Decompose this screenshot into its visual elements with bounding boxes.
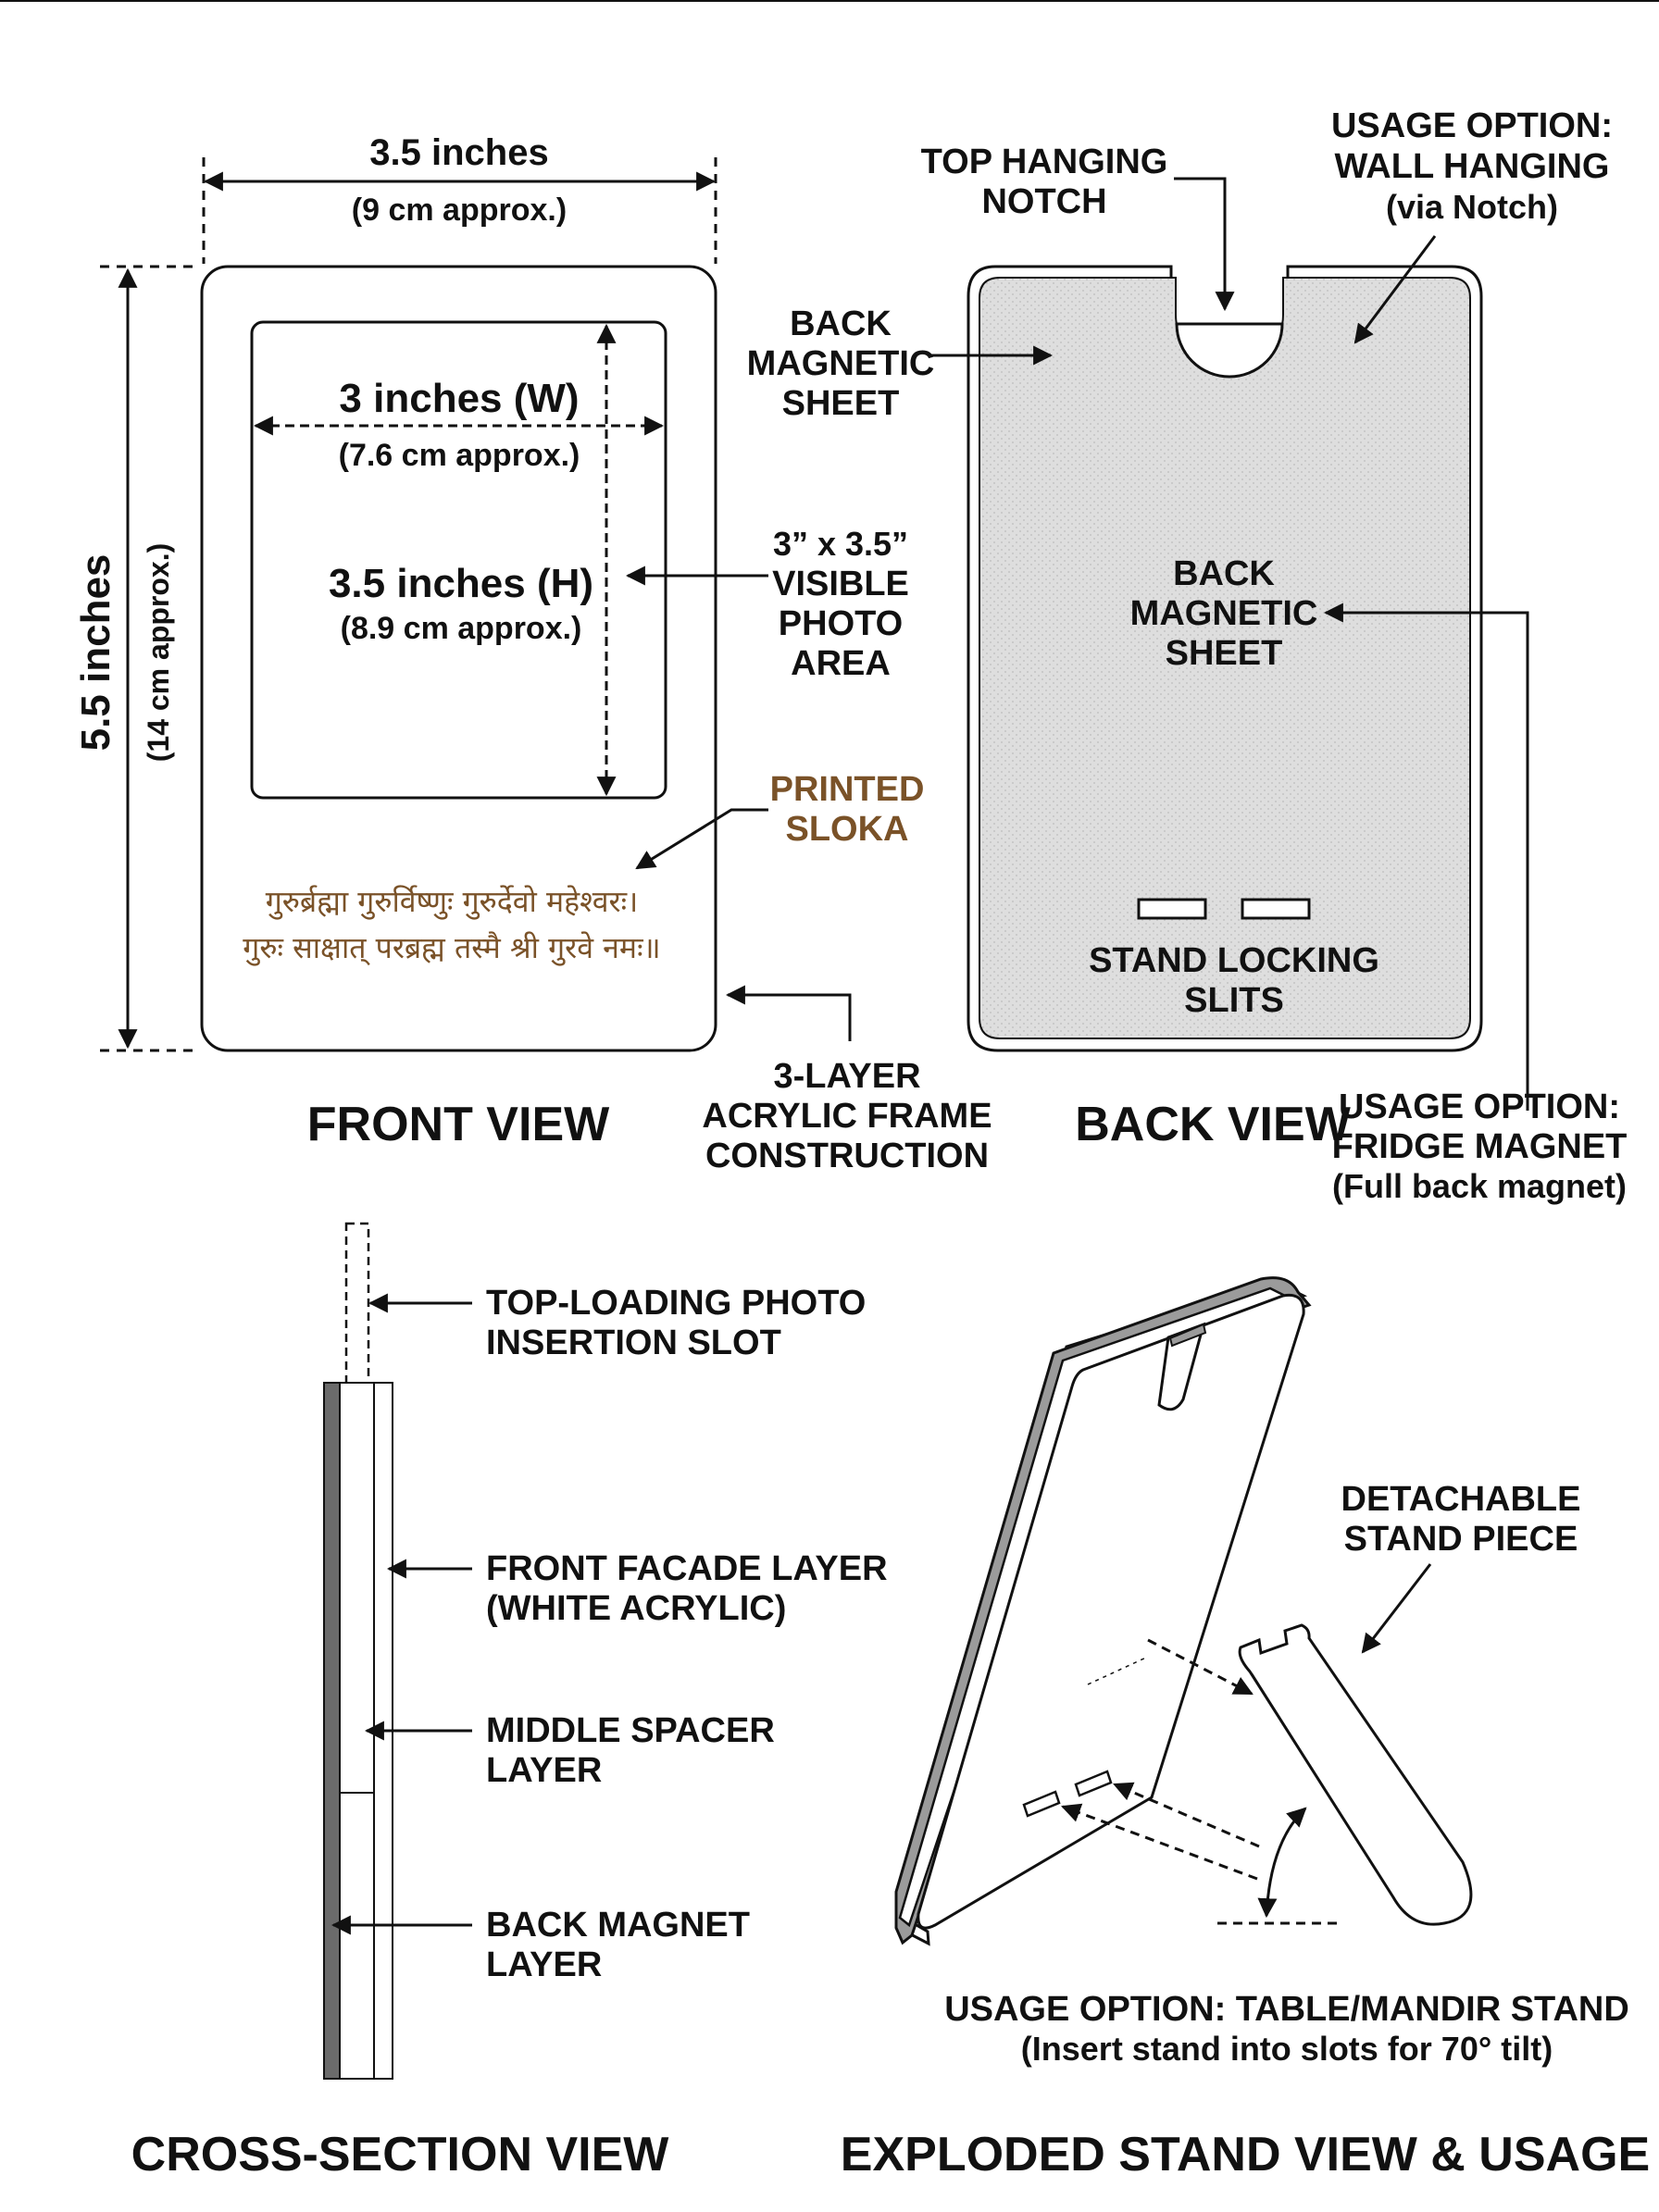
front-view: 3.5 inches (9 cm approx.) 5.5 inches (14… — [73, 132, 717, 1151]
fridge-arrow — [1323, 603, 1529, 1111]
fridge-label-2: FRIDGE MAGNET — [1332, 1127, 1628, 1166]
middle-layer-label-1: MIDDLE SPACER — [486, 1711, 775, 1750]
slot-label-2: INSERTION SLOT — [486, 1323, 781, 1362]
back-magnet-layer-bar — [323, 1382, 341, 2080]
back-sheet-center-label-1: BACK — [1173, 554, 1275, 593]
frame-back-face — [917, 1293, 1305, 1930]
front-width-sublabel: (9 cm approx.) — [352, 193, 567, 228]
stand-piece — [1238, 1623, 1473, 1926]
fridge-callout: USAGE OPTION: FRIDGE MAGNET (Full back m… — [1323, 603, 1628, 1205]
construction-label-1: 3-LAYER — [773, 1057, 920, 1096]
cross-section-caption: CROSS-SECTION VIEW — [131, 2128, 670, 2181]
stand-label-1: DETACHABLE — [1341, 1480, 1581, 1519]
front-layer-label-1: FRONT FACADE LAYER — [486, 1549, 888, 1588]
slits-label-2: SLITS — [1184, 981, 1284, 1020]
magnet-layer-label-2: LAYER — [486, 1945, 602, 1984]
photo-area-label-2: VISIBLE — [772, 565, 909, 603]
construction-label-2: ACRYLIC FRAME — [702, 1097, 992, 1136]
front-height-label: 5.5 inches — [73, 554, 118, 752]
exploded-notch-depth — [1168, 1323, 1207, 1348]
photo-width-label: 3 inches (W) — [339, 376, 579, 421]
photo-height-label: 3.5 inches (H) — [329, 561, 593, 606]
fridge-label-1: USAGE OPTION: — [1339, 1087, 1620, 1126]
photo-window — [250, 320, 667, 800]
sloka-line-1: गुरुर्ब्रह्मा गुरुर्विष्णुः गुरुर्देवो म… — [266, 884, 638, 920]
front-height-sublabel: (14 cm approx.) — [142, 543, 175, 763]
notch-label-2: NOTCH — [981, 182, 1106, 221]
back-view: BACK MAGNETIC SHEET STAND LOCKING SLITS … — [967, 265, 1483, 1151]
stand-slit-right — [1241, 898, 1311, 920]
usage-label-2: (Insert stand into slots for 70° tilt) — [1021, 2030, 1553, 2068]
photo-area-label-3: PHOTO — [779, 604, 903, 643]
hanging-notch — [1175, 322, 1284, 379]
stand-piece-arrow — [1361, 1563, 1432, 1654]
notch-callout: TOP HANGING NOTCH — [921, 143, 1235, 312]
usage-label-1: USAGE OPTION: TABLE/MANDIR STAND — [944, 1990, 1629, 2029]
exploded-stand-view: DETACHABLE STAND PIECE USAGE OPTION: TAB… — [841, 1276, 1650, 2181]
photo-width-sublabel: (7.6 cm approx.) — [339, 438, 580, 473]
photo-height-sublabel: (8.9 cm approx.) — [341, 611, 582, 646]
front-layer-label-2: (WHITE ACRYLIC) — [486, 1589, 786, 1628]
photo-area-label-4: AREA — [791, 644, 891, 683]
back-sheet-left-callout: BACK MAGNETIC SHEET — [747, 304, 1054, 423]
exploded-caption: EXPLODED STAND VIEW & USAGE — [841, 2128, 1650, 2181]
back-view-caption: BACK VIEW — [1075, 1098, 1351, 1151]
sloka-callout: PRINTED SLOKA — [635, 770, 925, 870]
back-sheet-center-label-2: MAGNETIC — [1130, 594, 1318, 633]
construction-arrow — [725, 985, 852, 1041]
front-width-label: 3.5 inches — [369, 132, 548, 173]
back-sheet-left-label-3: SHEET — [782, 384, 900, 423]
sloka-arrow — [635, 808, 768, 870]
slits-label-1: STAND LOCKING — [1089, 941, 1379, 980]
insert-arrow-tab — [1147, 1638, 1254, 1696]
insert-guide-top — [1087, 1656, 1149, 1685]
back-sheet-left-label-1: BACK — [790, 304, 892, 343]
sloka-label-1: PRINTED — [770, 770, 925, 809]
sloka-line-2: गुरुः साक्षात् परब्रह्म तस्मै श्री गुरवे… — [243, 930, 660, 966]
stand-slit-left — [1137, 898, 1207, 920]
wall-hanging-label-2: WALL HANGING — [1335, 147, 1610, 186]
photo-area-label-1: 3” x 3.5” — [773, 525, 908, 563]
slot-label-1: TOP-LOADING PHOTO — [486, 1284, 866, 1323]
exploded-slit-right — [1074, 1770, 1113, 1797]
wall-hanging-callout: USAGE OPTION: WALL HANGING (via Notch) — [1331, 106, 1613, 344]
stand-piece-edge — [1251, 1672, 1394, 1898]
notch-label-1: TOP HANGING — [921, 143, 1168, 181]
front-view-caption: FRONT VIEW — [307, 1098, 610, 1151]
wall-hanging-label-1: USAGE OPTION: — [1331, 106, 1613, 145]
frame-edge-outer — [894, 1276, 1312, 1945]
magnet-layer-label-1: BACK MAGNET — [486, 1906, 750, 1945]
insert-arrow-slit-left — [1061, 1803, 1258, 1881]
fridge-label-3: (Full back magnet) — [1332, 1167, 1627, 1205]
notch-arrow — [1174, 177, 1235, 312]
construction-callout: 3-LAYER ACRYLIC FRAME CONSTRUCTION — [702, 985, 992, 1175]
cross-section-view: TOP-LOADING PHOTO INSERTION SLOT FRONT F… — [131, 1222, 888, 2181]
wall-hanging-label-3: (via Notch) — [1386, 188, 1558, 226]
photo-area-callout: 3” x 3.5” VISIBLE PHOTO AREA — [625, 525, 909, 683]
tilt-angle-arc — [1257, 1807, 1307, 1919]
insert-arrow-slit-right — [1113, 1782, 1260, 1848]
sloka-label-2: SLOKA — [786, 810, 909, 849]
wall-hanging-arrow — [1353, 235, 1437, 344]
exploded-slit-left — [1022, 1790, 1061, 1818]
exploded-notch — [1157, 1322, 1206, 1411]
construction-label-3: CONSTRUCTION — [705, 1137, 989, 1175]
stand-label-2: STAND PIECE — [1344, 1520, 1578, 1559]
back-sheet-center-label-3: SHEET — [1166, 634, 1283, 673]
back-sheet-left-label-2: MAGNETIC — [747, 344, 935, 383]
middle-layer-label-2: LAYER — [486, 1751, 602, 1790]
